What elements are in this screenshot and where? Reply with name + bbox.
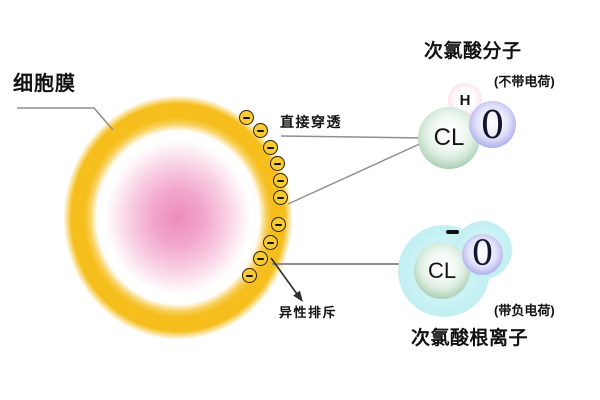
ocl-charge-note: (带负电荷) xyxy=(494,303,555,318)
negative-charge-icon xyxy=(273,190,288,205)
chlorine-atom-label: CL xyxy=(433,124,465,151)
hocl-charge-note: (不带电荷) xyxy=(494,74,555,89)
oxygen-atom: 0 xyxy=(469,101,516,148)
chlorine-atom-ion: CL xyxy=(414,243,470,299)
cell-membrane-label: 细胞膜 xyxy=(13,73,76,95)
hocl-molecule-title: 次氯酸分子 xyxy=(424,41,522,62)
negative-charge-icon xyxy=(271,217,286,232)
negative-charge-icon xyxy=(270,156,285,171)
negative-charge-icon xyxy=(242,268,257,283)
negative-charge-icon xyxy=(263,235,278,250)
membrane-leader-line xyxy=(17,107,114,131)
negative-charge-icon xyxy=(253,123,268,138)
oxygen-atom-ion-label: 0 xyxy=(471,234,494,274)
oxygen-atom-ion: 0 xyxy=(462,234,503,275)
repulsion-label: 异性排斥 xyxy=(279,305,338,320)
ocl-ion-title: 次氯酸根离子 xyxy=(411,328,529,349)
negative-charge-icon xyxy=(239,110,254,125)
chlorine-atom-ion-label: CL xyxy=(427,258,457,283)
chlorine-atom: CL xyxy=(418,107,480,169)
oxygen-atom-label: 0 xyxy=(480,102,505,147)
penetration-line-lower xyxy=(287,141,425,205)
negative-charge-icon xyxy=(263,140,278,155)
negative-charge-icon xyxy=(253,251,268,266)
negative-charge-icon xyxy=(273,173,288,188)
repulsion-arrow-icon xyxy=(270,257,303,302)
penetration-line-upper xyxy=(280,135,425,139)
hydrogen-atom-label: H xyxy=(459,91,471,109)
direct-penetration-label: 直接穿透 xyxy=(280,114,342,130)
minus-charge-icon xyxy=(446,230,459,234)
